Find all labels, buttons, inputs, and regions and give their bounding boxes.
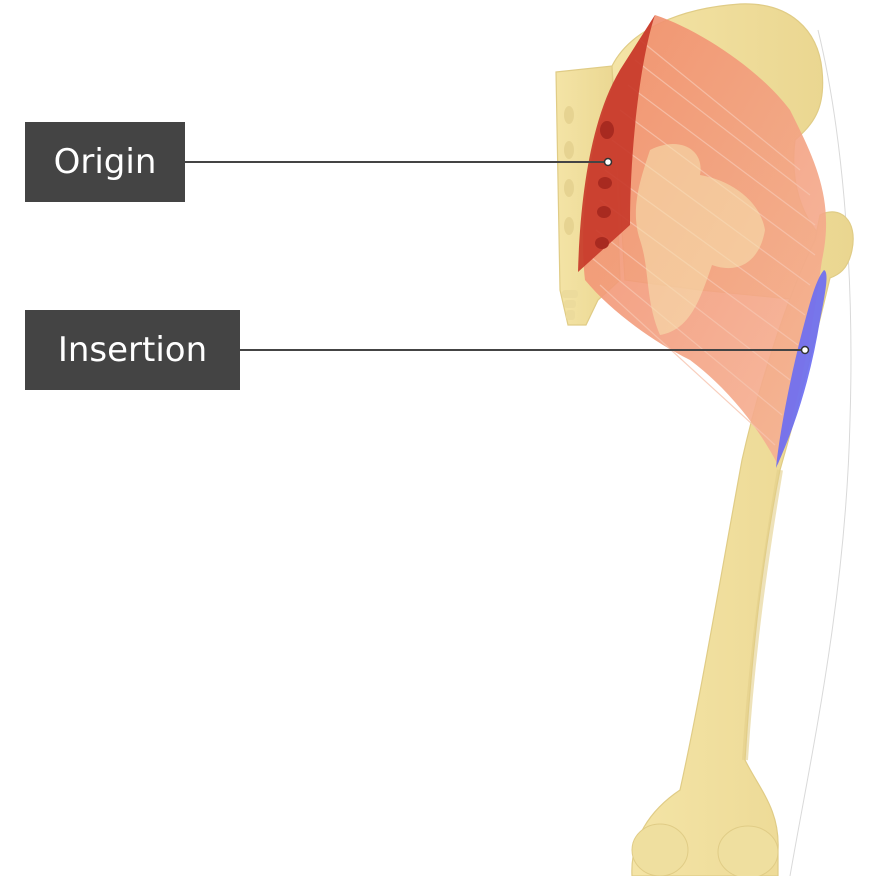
insertion-leader-dot [800,345,810,355]
origin-leader-dot [603,157,613,167]
insertion-label: Insertion [25,310,240,390]
origin-label: Origin [25,122,185,202]
gluteus-maximus-muscle [583,15,827,465]
insertion-area [776,270,827,468]
thigh-outline [789,29,852,876]
origin-area [578,15,655,272]
